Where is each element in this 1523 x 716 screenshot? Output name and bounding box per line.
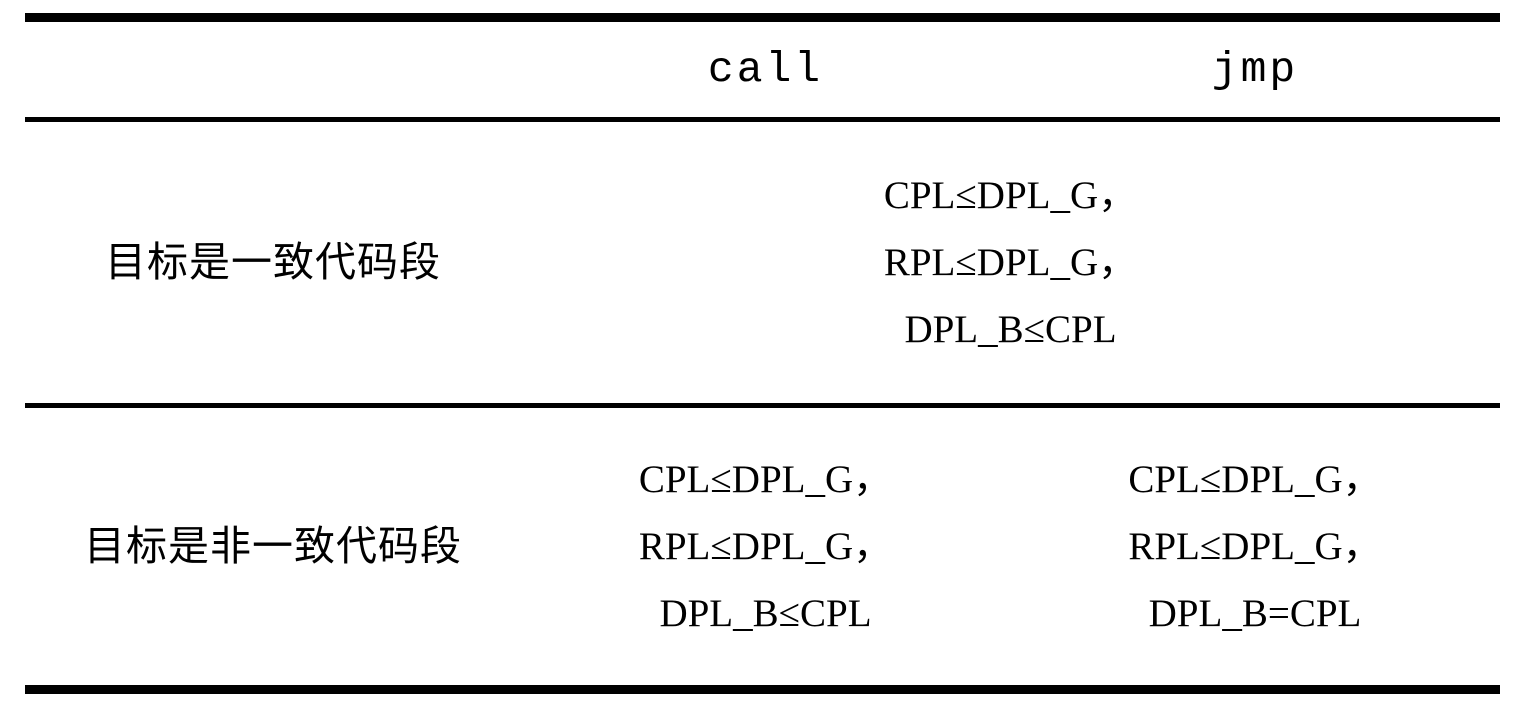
table-body: 目标是一致代码段 CPL≤DPL_G， RPL≤DPL_G， DPL_B≤CPL… [25, 119, 1500, 690]
condition-line: RPL≤DPL_G， [883, 240, 1138, 284]
cell-nonconforming-call: CPL≤DPL_G， RPL≤DPL_G， DPL_B≤CPL [521, 406, 1010, 690]
header-cell-jmp: jmp [1211, 45, 1299, 94]
condition-line: DPL_B≤CPL [659, 592, 872, 636]
condition-line: DPL_B=CPL [1148, 592, 1362, 636]
header-row: call jmp [25, 17, 1500, 120]
condition-line: CPL≤DPL_G， [1128, 457, 1382, 501]
table-row-conforming: 目标是一致代码段 CPL≤DPL_G， RPL≤DPL_G， DPL_B≤CPL [25, 119, 1500, 406]
condition-line: RPL≤DPL_G， [1128, 524, 1382, 568]
condition-line: CPL≤DPL_G， [638, 457, 893, 501]
cell-conforming-call-jmp-merged: CPL≤DPL_G， RPL≤DPL_G， DPL_B≤CPL [521, 120, 1500, 406]
row-label-conforming: 目标是一致代码段 [105, 239, 441, 286]
table-row-nonconforming: 目标是非一致代码段 CPL≤DPL_G， RPL≤DPL_G， DPL_B≤CP… [25, 405, 1500, 690]
condition-line: RPL≤DPL_G， [638, 524, 893, 568]
header-cell-label [25, 18, 521, 120]
row-label-nonconforming: 目标是非一致代码段 [84, 523, 462, 570]
condition-line: CPL≤DPL_G， [883, 173, 1138, 217]
header-cell-call: call [707, 45, 824, 94]
cell-nonconforming-jmp: CPL≤DPL_G， RPL≤DPL_G， DPL_B=CPL [1010, 406, 1500, 690]
condition-line: DPL_B≤CPL [904, 308, 1117, 352]
privilege-check-table: call jmp 目标是一致代码段 CPL≤DPL_G， RPL≤DPL_G， … [25, 13, 1500, 694]
table-header: call jmp [25, 17, 1500, 120]
